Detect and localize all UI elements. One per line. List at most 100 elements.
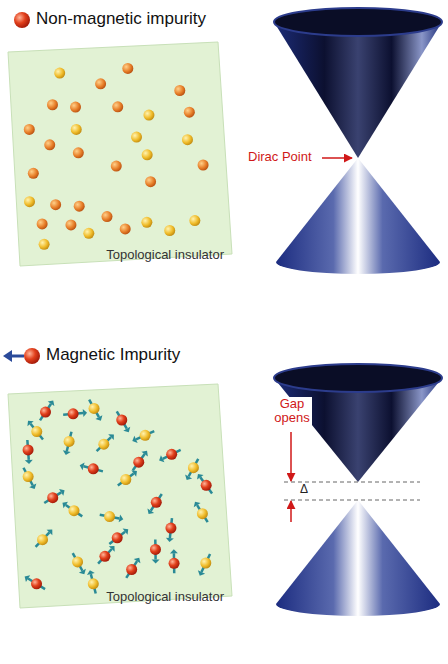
spin-arrow-head [185,475,192,480]
gap-edge-line [284,500,420,501]
impurities [24,63,209,250]
impurity [111,161,122,172]
magnetic-impurity [116,415,127,426]
magnetic-impurity [37,534,48,545]
spin-arrow-head [25,460,33,464]
spin-arrow [31,424,43,440]
spin-arrow-head [197,474,203,480]
spin-arrow-head [83,409,87,417]
impurity [131,132,142,143]
slab-shape [6,40,234,268]
magnetic-impurity [140,430,151,441]
legend-text: Magnetic Impurity [46,345,180,365]
spin-arrow-head [194,502,201,508]
spin-arrow-head [80,462,85,470]
spin-arrow-head [48,400,55,406]
spin-arrow-head [63,450,71,455]
impurity [174,85,185,96]
spin-arrow [200,477,212,493]
slab-face [8,42,232,266]
impurity [189,215,200,226]
impurity [112,101,123,112]
impurity [141,217,152,228]
magnetic-impurity [133,457,144,468]
magnetic-impurity [31,578,42,589]
spin-arrow-head [87,570,95,575]
spin-arrow [66,505,83,516]
spin-arrow-head [119,514,124,522]
spin-arrow-head [170,549,178,553]
spin-arrow-head [59,489,65,496]
spin-arrow [109,532,125,544]
spin-arrow [44,492,61,503]
spin-arrow-head [27,421,33,427]
annotation-label: Δ [300,483,308,496]
upper-cone [274,22,442,158]
impurity [50,199,61,210]
magnetic-impurity [104,511,115,522]
magnetic-impurity [188,462,199,473]
spin-arrow [189,459,199,477]
spin-arrow-head [123,427,130,432]
magnetic-impurity [23,444,34,455]
annotation-label: Dirac Point [248,150,312,164]
lower-cone [276,500,440,616]
impurity [44,139,55,150]
magnetic-impurity [201,480,212,491]
impurity [143,110,154,121]
slab-label: Topological insulator [106,247,224,262]
spin-arrow [73,553,83,571]
magnetic-impurity [88,578,99,589]
magnetic-impurity [112,532,123,543]
impurity [24,124,35,135]
spin-arrow-head [79,569,86,574]
impurity [70,102,81,113]
spin-arrow [126,561,137,578]
spin-arrow-head [47,530,53,536]
magnetic-impurity [47,492,58,503]
impurity [164,225,175,236]
magnetic-impurity [169,558,180,569]
magnetic-impurity [151,497,162,508]
slab-shape [6,382,234,610]
magnetic-impurity [200,557,211,568]
spin-arrow [118,473,134,485]
impurity [142,149,153,160]
spin-arrow [117,411,127,428]
dirac-cone [274,8,442,274]
cone-rim [274,364,442,392]
spin-arrow-head [123,529,129,535]
magnetic-impurity [68,408,79,419]
cone-rim [274,8,442,36]
impurity [71,124,82,135]
impurities [23,400,213,594]
spin-arrow-head [134,558,141,564]
impurity [182,134,193,145]
magnetic-impurity [197,508,208,519]
magnetic-impurity [72,556,83,567]
impurity [145,176,156,187]
legend-text: Non-magnetic impurity [36,9,206,29]
spin-arrow-head [141,451,147,457]
gap-arrow [290,501,292,522]
spin-arrow-head [29,484,36,489]
spin-arrow [97,437,111,451]
spin-arrow-head [108,434,114,440]
impurity [39,239,50,250]
spin-arrow-head [166,538,174,542]
impurity [24,196,35,207]
impurity [95,78,106,89]
magnetic-impurity [31,426,42,437]
impurity-ball [14,12,30,28]
spin-arrow-head [147,508,154,514]
spin-arrow [40,404,51,421]
magnetic-impurity [40,407,51,418]
magnetic-impurity [89,403,100,414]
magnetic-impurity [126,564,137,575]
spin-arrow [23,468,32,486]
impurity [47,99,58,110]
spin-arrow-head [152,559,160,563]
magnetic-impurity [99,551,110,562]
insulator-slab: Topological insulator [6,382,234,610]
